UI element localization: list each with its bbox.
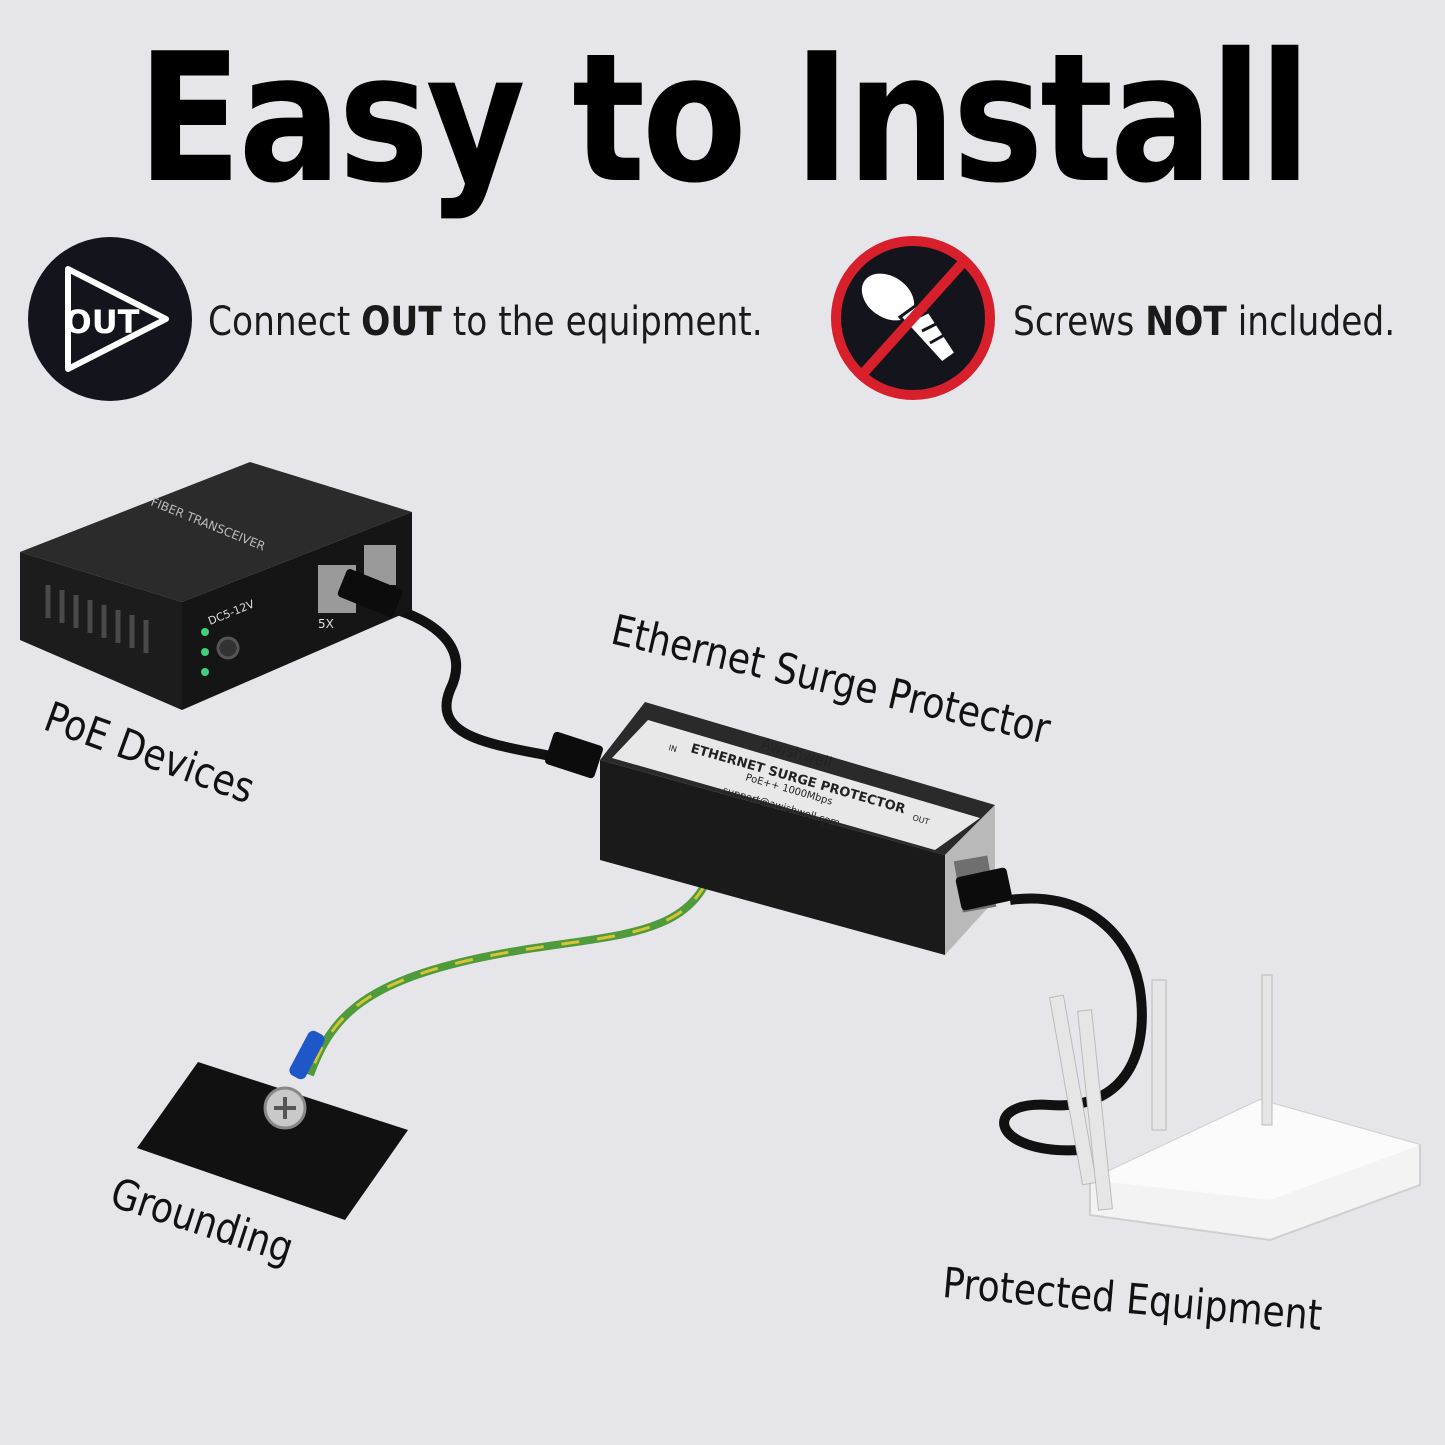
input-cable (378, 600, 562, 763)
svg-text:CE: CE (819, 816, 837, 833)
no-screw-icon (830, 235, 996, 401)
out-triangle-icon: OUT (28, 237, 192, 401)
ground-wire (306, 849, 720, 1077)
poe-switch: FIBER TRANSCEIVER DC5-12V 5X (20, 462, 412, 710)
ring-terminal (289, 1030, 325, 1080)
surge-protector: Awishwell ETHERNET SURGE PROTECTOR PoE++… (545, 702, 1013, 955)
output-cable (999, 893, 1147, 1156)
rj45-boot-out (955, 867, 1013, 911)
svg-text:IN: IN (667, 743, 678, 754)
router (1049, 974, 1421, 1242)
out-icon-text: OUT (64, 303, 139, 341)
page-title: Easy to Install (137, 15, 1311, 222)
note-screws-not-included: Screws NOT included. (1013, 299, 1396, 345)
grounding-plate (137, 1062, 408, 1220)
rj45-plug-switch (337, 569, 403, 617)
svg-text:5X: 5X (318, 617, 334, 631)
rj45-boot-in (545, 731, 603, 779)
note-connect-out: Connect OUT to the equipment. (208, 299, 763, 345)
